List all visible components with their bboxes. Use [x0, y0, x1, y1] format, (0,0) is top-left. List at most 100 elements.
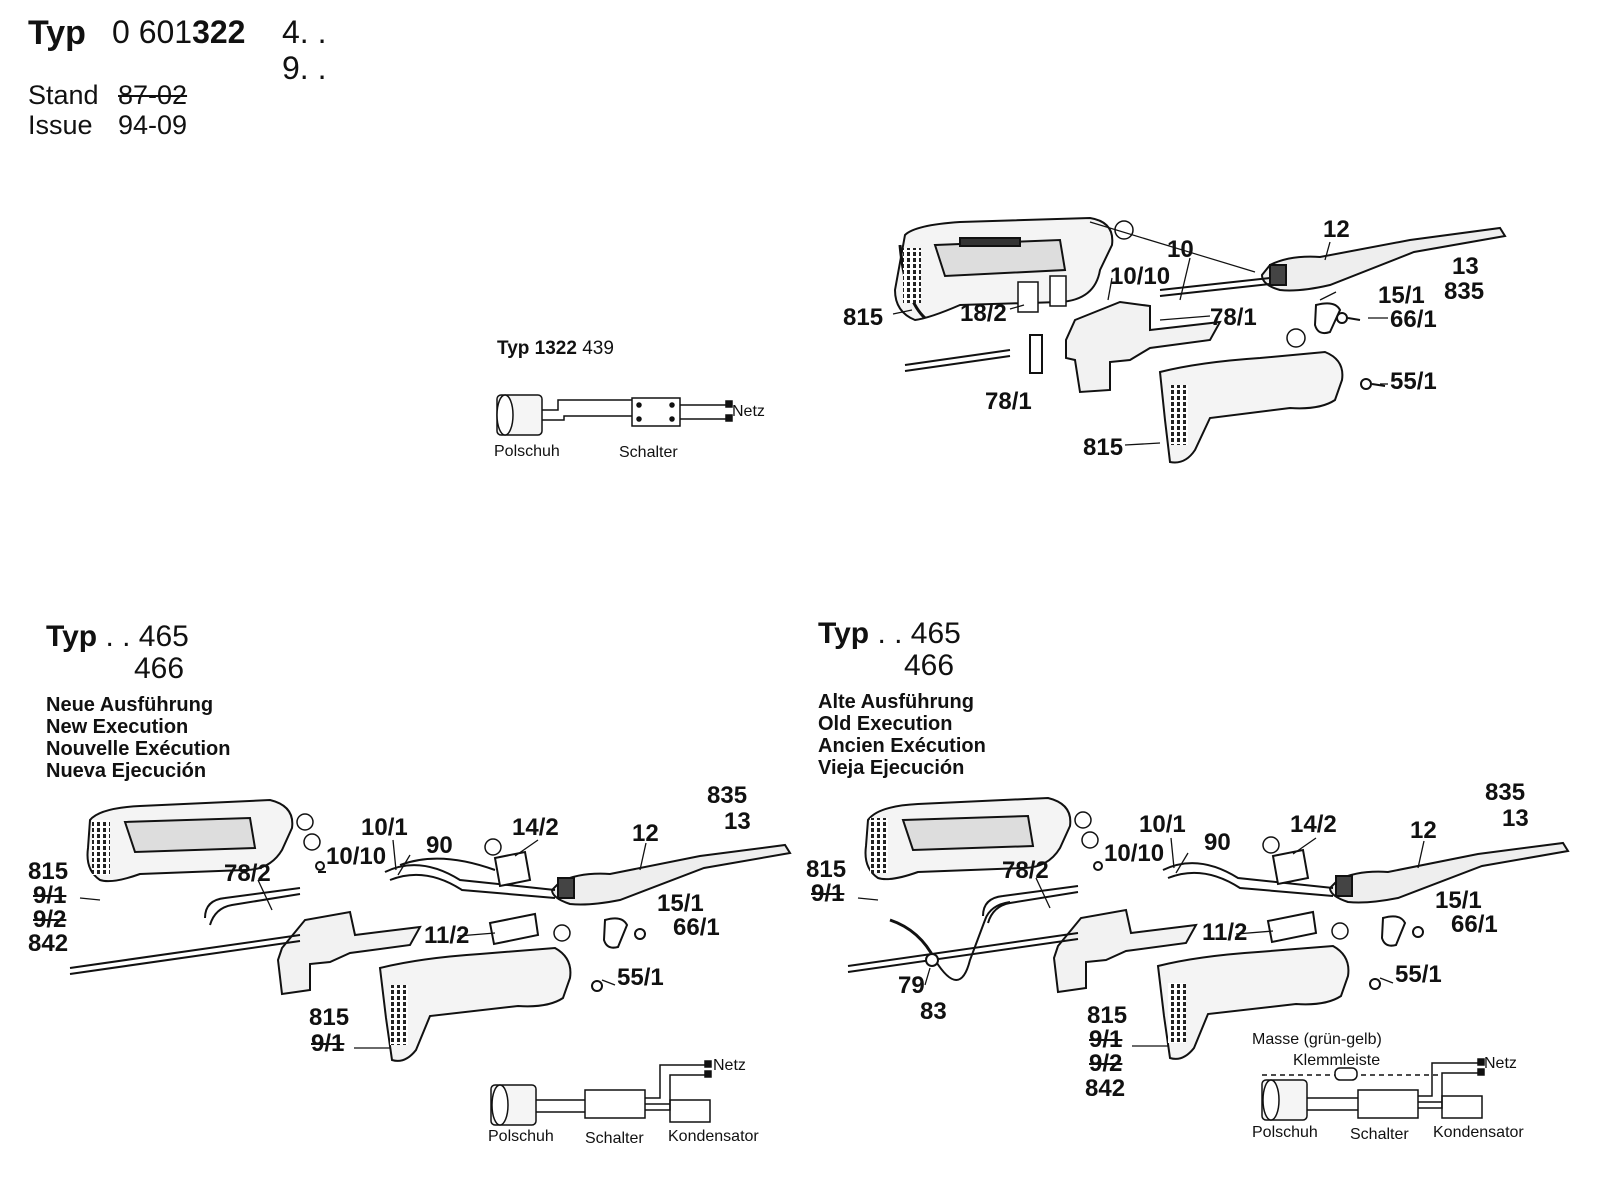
header-variant-a: 4. .: [282, 14, 327, 50]
right-housing-lower: [1156, 944, 1350, 1060]
right-part-78-2: 78/2: [1002, 857, 1049, 884]
top-part-10: 10: [1167, 236, 1194, 263]
left-schematic-mains-label: Netz: [713, 1057, 746, 1074]
right-part-15-1: 15/1: [1435, 887, 1482, 914]
left-leaders: [79, 839, 647, 1049]
right-part-835: 835: [1485, 779, 1526, 806]
top-leaders: [892, 241, 1388, 446]
right-execution-block: Alte Ausführung Old Execution Ancien Exé…: [818, 691, 986, 779]
right-leaders: [857, 837, 1425, 1047]
right-execution-fr: Ancien Exécution: [818, 735, 986, 757]
top-switch-assembly: [1029, 300, 1222, 394]
right-part-10-1: 10/1: [1139, 811, 1186, 838]
right-schematic-terminal-label: Klemmleiste: [1293, 1052, 1381, 1069]
top-part-835: 835: [1444, 278, 1485, 305]
right-part-90: 90: [1204, 829, 1231, 856]
header-variant-b: 9. .: [282, 50, 327, 86]
right-wiring-schematic: [1261, 1058, 1485, 1121]
left-part-9-1a: 9/1: [33, 882, 67, 909]
right-part-66-1: 66/1: [1451, 911, 1498, 938]
left-part-9-1b: 9/1: [311, 1030, 345, 1057]
header-issue-label: Issue: [28, 110, 93, 140]
left-typ-num2: 466: [134, 652, 185, 685]
right-execution-es: Vieja Ejecución: [818, 757, 965, 779]
left-execution-es: Nueva Ejecución: [46, 760, 207, 782]
right-typ-label: Typ: [818, 617, 870, 650]
right-part-79: 79: [898, 972, 925, 999]
header-number-bold: 322: [192, 14, 246, 50]
right-part-12: 12: [1410, 817, 1437, 844]
right-part-13: 13: [1502, 805, 1529, 832]
top-schematic-switch-label: Schalter: [619, 444, 678, 461]
left-clamp-and-screws: [315, 861, 646, 992]
top-schematic-motor-label: Polschuh: [494, 443, 560, 460]
left-part-78-2: 78/2: [224, 860, 271, 887]
right-part-83: 83: [920, 998, 947, 1025]
top-cable-and-protector: [904, 221, 1507, 372]
left-part-9-2: 9/2: [33, 906, 67, 933]
top-schematic-num: 1322: [534, 338, 577, 359]
left-typ-line1: Typ . . 465: [46, 620, 189, 654]
left-part-815a: 815: [28, 858, 69, 885]
top-part-815b: 815: [1083, 434, 1124, 461]
left-part-10-10: 10/10: [326, 843, 387, 870]
top-part-78-1a: 78/1: [1210, 304, 1257, 331]
left-execution-fr: Nouvelle Exécution: [46, 738, 231, 760]
top-brushes: [1017, 275, 1067, 313]
header-issue-value: 94-09: [118, 110, 188, 140]
header-type-number: 0 601322: [112, 14, 245, 51]
left-schematic-capacitor-label: Kondensator: [668, 1128, 759, 1145]
right-part-9-2: 9/2: [1089, 1050, 1123, 1077]
left-c-s-markers: [296, 813, 571, 942]
header-stand-label: Stand: [28, 80, 99, 110]
left-part-55-1: 55/1: [617, 964, 664, 991]
right-schematic-mains-label: Netz: [1484, 1055, 1517, 1072]
top-schematic-suffix: 439: [582, 338, 614, 359]
right-execution-en: Old Execution: [818, 713, 953, 735]
right-schematic-ground-label: Masse (grün-gelb): [1252, 1031, 1382, 1048]
right-schematic-switch-label: Schalter: [1350, 1126, 1409, 1143]
left-execution-de: Neue Ausführung: [46, 694, 214, 716]
left-switch-assembly: [276, 910, 422, 996]
left-cable-and-protector: [69, 843, 792, 975]
right-part-11-2: 11/2: [1202, 919, 1248, 946]
right-execution-de: Alte Ausführung: [818, 691, 974, 713]
left-execution-block: Neue Ausführung New Execution Nouvelle E…: [46, 694, 231, 782]
left-part-14-2: 14/2: [512, 814, 559, 841]
right-part-815a: 815: [806, 856, 847, 883]
top-schematic-title: Typ 1322 439: [497, 338, 614, 360]
top-part-10-10: 10/10: [1110, 263, 1171, 290]
right-switch-assembly: [1052, 908, 1198, 994]
left-part-66-1: 66/1: [673, 914, 720, 941]
top-wiring-schematic: [496, 394, 733, 436]
top-schematic-mains-label: Netz: [732, 403, 765, 420]
left-schematic-switch-label: Schalter: [585, 1130, 644, 1147]
left-part-10-1: 10/1: [361, 814, 408, 841]
left-part-11-2: 11/2: [424, 922, 470, 949]
top-part-815a: 815: [843, 304, 884, 331]
left-part-815b: 815: [309, 1004, 350, 1031]
right-capacitor-and-suppressor: [1266, 848, 1318, 944]
top-part-15-1: 15/1: [1378, 282, 1425, 309]
left-typ-num1: . . 465: [105, 620, 189, 653]
right-typ-num2: 466: [904, 649, 955, 682]
left-housing-upper: [86, 798, 294, 883]
right-housing-upper: [864, 796, 1072, 881]
left-part-15-1: 15/1: [657, 890, 704, 917]
left-execution-en: New Execution: [46, 716, 189, 738]
right-typ-line1: Typ . . 465: [818, 617, 961, 651]
left-part-835: 835: [707, 782, 748, 809]
right-part-55-1: 55/1: [1395, 961, 1442, 988]
top-part-12: 12: [1323, 216, 1350, 243]
top-part-78-1b: 78/1: [985, 388, 1032, 415]
left-part-842: 842: [28, 930, 69, 957]
right-typ-num1: . . 465: [877, 617, 961, 650]
top-c-markers: [1114, 220, 1306, 348]
header-typ-label: Typ: [28, 14, 86, 52]
right-schematic-motor-label: Polschuh: [1252, 1124, 1318, 1141]
top-part-55-1: 55/1: [1390, 368, 1437, 395]
left-capacitor-and-suppressor: [488, 850, 540, 946]
header-stand-value: 87-02: [118, 80, 188, 110]
left-wiring-schematic: [490, 1060, 712, 1126]
